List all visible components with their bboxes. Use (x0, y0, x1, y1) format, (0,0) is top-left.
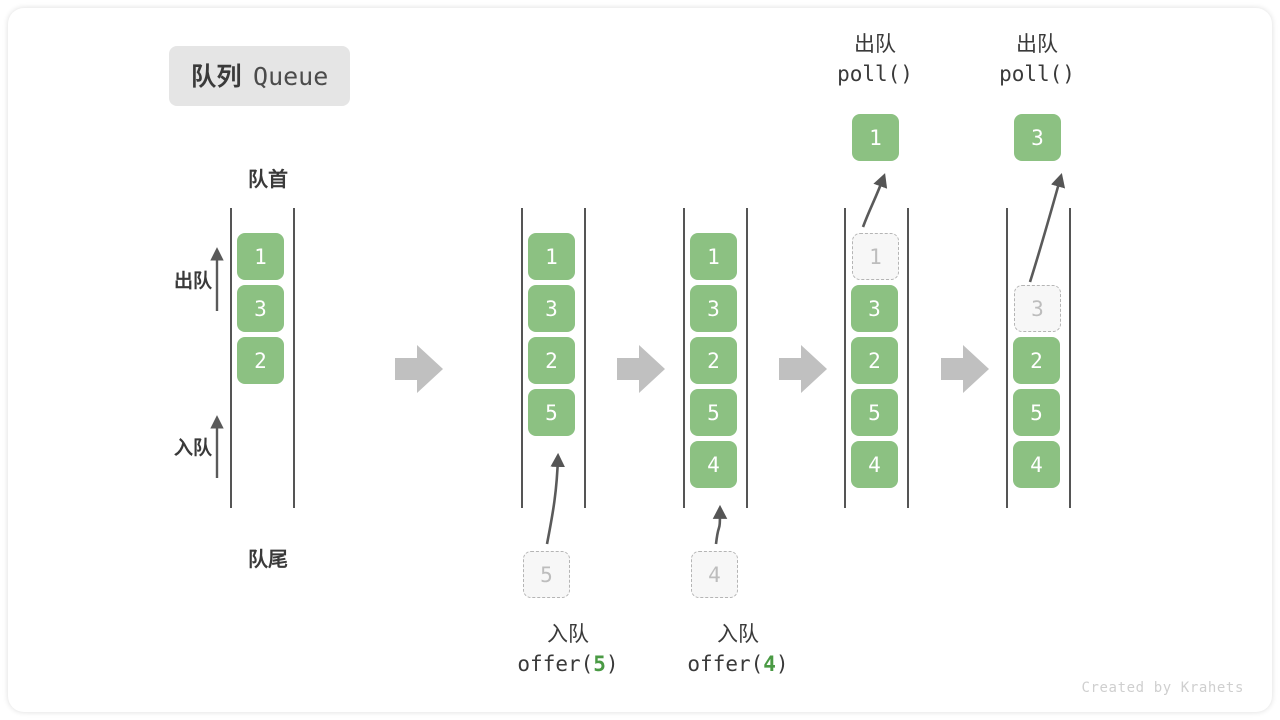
queue-cell: 3 (528, 285, 575, 332)
queue-column-after-poll-1: 3 2 5 4 (851, 285, 898, 488)
flow-arrow-icon-3 (779, 345, 827, 393)
arrows-overlay (210, 172, 1066, 545)
queue-cell: 3 (690, 285, 737, 332)
queue-column-after-poll-3: 2 5 4 (1013, 337, 1060, 488)
diagram-title-badge: 队列 Queue (169, 46, 351, 106)
queue-cell: 2 (851, 337, 898, 384)
queue-rail-left-col3 (683, 208, 685, 508)
queue-rail-left-col5 (1006, 208, 1008, 508)
operation-name: 入队 (717, 623, 759, 646)
operation-code: poll() (999, 61, 1075, 86)
title-chinese: 队列 (191, 63, 243, 91)
popped-cell: 3 (1014, 114, 1061, 161)
outgoing-ghost-cell: 1 (852, 233, 899, 280)
incoming-ghost-cell: 4 (691, 551, 738, 598)
queue-rail-right-col2 (584, 208, 586, 508)
queue-rail-left-col4 (844, 208, 846, 508)
queue-column-after-offer-5: 1 3 2 5 (528, 233, 575, 436)
queue-cell: 5 (851, 389, 898, 436)
dequeue-pointer-arrow-icon-3 (1028, 172, 1066, 283)
operation-caption-offer-4: 入队 offer(4) (643, 620, 833, 680)
queue-cell: 1 (237, 233, 284, 280)
operation-name: 出队 (854, 33, 896, 56)
queue-tail-label: 队尾 (248, 549, 288, 571)
queue-cell: 1 (528, 233, 575, 280)
queue-cell: 2 (690, 337, 737, 384)
title-english: Queue (253, 62, 329, 91)
queue-head-label: 队首 (248, 169, 288, 191)
enqueue-pointer-arrow-icon-4 (712, 504, 728, 545)
operation-caption-poll-1: 出队 poll() (780, 30, 970, 90)
queue-rail-left-col2 (521, 208, 523, 508)
queue-cell: 3 (851, 285, 898, 332)
flow-arrow-icon-1 (395, 345, 443, 393)
flow-arrow-icon-2 (617, 345, 665, 393)
queue-rail-right-col4 (907, 208, 909, 508)
operation-caption-offer-5: 入队 offer(5) (473, 620, 663, 680)
queue-cell: 4 (690, 441, 737, 488)
queue-cell: 5 (528, 389, 575, 436)
operation-name: 入队 (547, 623, 589, 646)
incoming-ghost-cell: 5 (523, 551, 570, 598)
outgoing-ghost-cell: 3 (1014, 285, 1061, 332)
flow-arrow-icon-4 (941, 345, 989, 393)
operation-name: 出队 (1016, 33, 1058, 56)
queue-rail-right-col3 (746, 208, 748, 508)
queue-rail-right-col1 (293, 208, 295, 508)
diagram-canvas: 队列 Queue 队首 队尾 出队 入队 1 3 2 1 3 2 5 5 1 3… (8, 8, 1272, 712)
queue-cell: 3 (237, 285, 284, 332)
queue-rail-left-col1 (230, 208, 232, 508)
queue-cell: 4 (1013, 441, 1060, 488)
operation-code: offer(5) (517, 651, 619, 676)
queue-cell: 5 (690, 389, 737, 436)
footer-watermark: Created by Krahets (1081, 680, 1244, 696)
queue-cell: 4 (851, 441, 898, 488)
dequeue-pointer-arrow-icon-1 (861, 173, 888, 228)
queue-rail-right-col5 (1069, 208, 1071, 508)
dequeue-direction-label: 出队 (173, 271, 212, 292)
queue-cell: 2 (528, 337, 575, 384)
popped-cell: 1 (852, 114, 899, 161)
queue-column-initial: 1 3 2 (237, 233, 284, 384)
enqueue-pointer-arrow-icon-5 (545, 452, 565, 545)
queue-column-after-offer-4: 1 3 2 5 4 (690, 233, 737, 488)
operation-arg: 4 (763, 651, 776, 676)
operation-caption-poll-2: 出队 poll() (942, 30, 1132, 90)
queue-cell: 1 (690, 233, 737, 280)
queue-cell: 2 (1013, 337, 1060, 384)
queue-cell: 2 (237, 337, 284, 384)
queue-cell: 5 (1013, 389, 1060, 436)
operation-code: poll() (837, 61, 913, 86)
operation-arg: 5 (593, 651, 606, 676)
operation-code: offer(4) (687, 651, 789, 676)
enqueue-direction-label: 入队 (173, 438, 212, 459)
